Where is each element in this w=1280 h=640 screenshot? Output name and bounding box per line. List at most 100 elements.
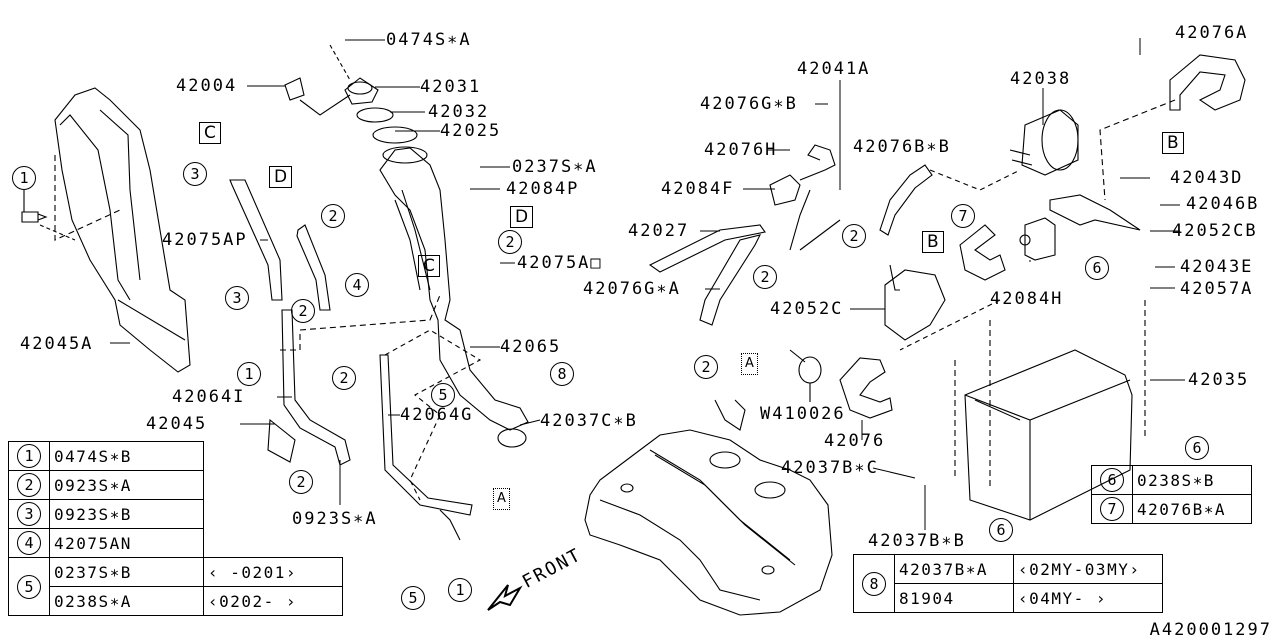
cap-clip [284,77,305,101]
fuel-tank-part[interactable] [584,399,833,616]
legend-ref: 8 [862,571,886,596]
legend-range: ‹0202- › [203,586,343,616]
callout-0237S-A[interactable]: 0237S∗A [512,157,598,177]
ref-marker-3[interactable]: 3 [225,286,249,310]
ref-marker-6[interactable]: 6 [1085,256,1109,280]
filler-neck-part[interactable] [344,77,529,431]
ref-marker-6[interactable]: 6 [989,518,1013,542]
ref-marker-2[interactable]: 2 [842,224,866,248]
callout-42043D[interactable]: 42043D [1170,168,1244,188]
callout-42076A[interactable]: 42076A [1175,23,1249,43]
ref-marker-2[interactable]: 2 [289,470,313,494]
callout-42027[interactable]: 42027 [628,221,690,241]
callout-42076H[interactable]: 42076H [704,140,778,160]
legend-part[interactable]: 0238S∗B [1132,465,1252,495]
ref-marker-6[interactable]: 6 [1185,436,1209,460]
purge-valve-part[interactable] [1009,109,1079,176]
callout-42076G-B[interactable]: 42076G∗B [700,94,798,114]
callout-42031[interactable]: 42031 [420,77,482,97]
ref-marker-1[interactable]: 1 [448,578,472,602]
ref-marker-8[interactable]: 8 [550,362,574,386]
ref-marker-2[interactable]: 2 [332,366,356,390]
legend-part[interactable]: 0923S∗B [49,499,204,529]
callout-0474S-A[interactable]: 0474S∗A [386,30,472,50]
connector-A[interactable]: A [493,488,510,510]
callout-42065[interactable]: 42065 [500,337,562,357]
callout-42041A[interactable]: 42041A [797,59,871,79]
callout-42075A-box[interactable]: 42075A□ [517,253,603,273]
legend-part[interactable]: 0238S∗A [49,586,204,616]
callout-42035[interactable]: 42035 [1188,370,1250,390]
callout-42064I[interactable]: 42064I [172,387,246,407]
connector-B[interactable]: B [1162,132,1184,154]
ref-marker-2[interactable]: 2 [498,230,522,254]
legend-ref: 2 [17,473,41,497]
legend-row: 6 0238S∗B [1091,465,1252,495]
legend-part[interactable]: 81904 [894,583,1014,613]
callout-42037C-B[interactable]: 42037C∗B [540,411,638,431]
diagram-id: A420001297 [1149,620,1272,640]
charcoal-canister-part[interactable] [964,349,1133,521]
callout-0923S-A[interactable]: 0923S∗A [292,509,378,529]
callout-42064G[interactable]: 42064G [400,405,474,425]
callout-42045A[interactable]: 42045A [20,334,94,354]
solenoid-42084H[interactable] [1019,217,1056,261]
callout-42045[interactable]: 42045 [146,414,208,434]
callout-42084F[interactable]: 42084F [661,179,735,199]
callout-42084H[interactable]: 42084H [990,289,1064,309]
ref-marker-2[interactable]: 2 [321,204,345,228]
ref-marker-2[interactable]: 2 [694,355,718,379]
legend-part[interactable]: 0923S∗A [49,470,204,500]
connector-C[interactable]: C [418,255,440,277]
callout-42004[interactable]: 42004 [176,76,238,96]
ref-marker-3[interactable]: 3 [183,162,207,186]
callout-42084P[interactable]: 42084P [506,179,580,199]
legend-row: 2 0923S∗A [8,470,343,500]
ref-marker-4[interactable]: 4 [345,273,369,297]
callout-42043E[interactable]: 42043E [1180,257,1254,277]
ref-marker-2[interactable]: 2 [753,265,777,289]
legend-part[interactable]: 0237S∗B [49,557,204,587]
callout-42032[interactable]: 42032 [428,102,490,122]
ref-marker-5[interactable]: 5 [401,586,425,610]
callout-42037B-B[interactable]: 42037B∗B [868,531,966,551]
callout-42075AP[interactable]: 42075AP [162,230,248,250]
legend-ref: 1 [17,444,41,468]
connector-D[interactable]: D [510,206,534,228]
legend-row: 1 0474S∗B [8,441,343,471]
ref-marker-7[interactable]: 7 [951,204,975,228]
callout-42037B-C[interactable]: 42037B∗C [781,458,879,478]
callout-42025[interactable]: 42025 [440,121,502,141]
legend-row: 0238S∗A‹0202- › [9,586,343,616]
callout-42052C[interactable]: 42052C [770,299,844,319]
ref-marker-1[interactable]: 1 [237,362,261,386]
callout-42046B[interactable]: 42046B [1186,194,1260,214]
callout-42076G-A[interactable]: 42076G∗A [583,279,681,299]
heat-shield-part[interactable] [54,87,191,373]
bolt-part[interactable] [21,211,48,223]
ref-marker-2[interactable]: 2 [291,299,315,323]
hose-42027 [648,224,766,273]
connector-A[interactable]: A [741,353,758,375]
legend-part[interactable]: 0474S∗B [49,441,204,471]
ref-marker-1[interactable]: 1 [12,166,36,190]
callout-42038[interactable]: 42038 [1010,69,1072,89]
legend-ref: 6 [1100,468,1124,492]
callout-42076B-B[interactable]: 42076B∗B [853,137,951,157]
legend-part[interactable]: 42075AN [49,528,204,558]
callout-42057A[interactable]: 42057A [1180,279,1254,299]
callout-42076[interactable]: 42076 [824,431,886,451]
connector-B[interactable]: B [922,231,944,253]
callout-42052CB[interactable]: 42052CB [1172,221,1258,241]
legend-part[interactable]: 42037B∗A [894,554,1014,584]
callout-W410026[interactable]: W410026 [760,404,846,424]
ref-marker-5[interactable]: 5 [431,383,455,407]
connector-C[interactable]: C [199,122,221,144]
connector-D[interactable]: D [269,166,293,188]
legend-range: ‹04MY- › [1013,583,1163,613]
legend-part[interactable]: 42076B∗A [1132,494,1252,524]
